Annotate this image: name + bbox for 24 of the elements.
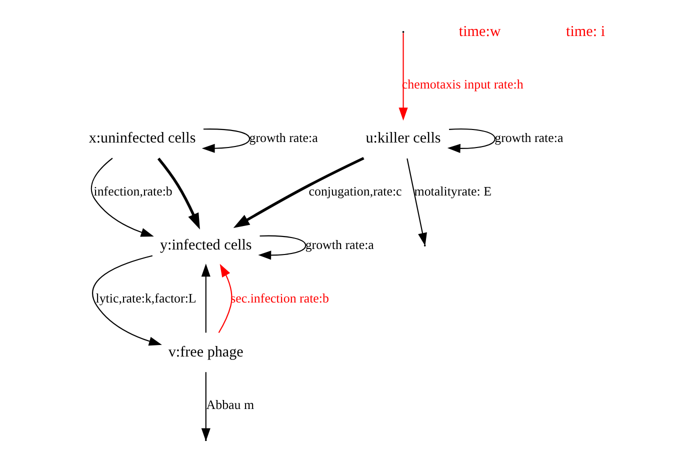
arrow: [446, 128, 495, 153]
arrow: [156, 158, 200, 230]
arrow: [218, 264, 232, 333]
edge-label: conjugation,rate:c: [308, 183, 402, 198]
node-text: v:free phage: [168, 344, 243, 360]
arrow: [406, 158, 426, 246]
edge-label: motalityrate: E: [414, 183, 492, 198]
arrow: [90, 158, 154, 237]
arrow: [201, 128, 250, 153]
label: time: i: [566, 24, 605, 40]
edge-label: growth rate:a: [248, 130, 318, 146]
edge-label: growth rate:a: [494, 130, 563, 146]
node-text: y:infected cells: [160, 238, 252, 254]
edge-label: infection,rate:b: [93, 183, 172, 198]
node-text: u:killer cells: [365, 130, 440, 147]
arrow: [232, 156, 364, 228]
arrow: [258, 235, 306, 260]
node-text: x:uninfected cells: [88, 130, 196, 147]
edge-label: lytic,rate:k,factor:L: [95, 290, 196, 306]
arrow: [92, 255, 162, 346]
arrow: [398, 33, 408, 121]
edge-label: growth rate:a: [304, 236, 374, 252]
label: time:w: [458, 24, 500, 40]
arrow: [200, 264, 210, 333]
